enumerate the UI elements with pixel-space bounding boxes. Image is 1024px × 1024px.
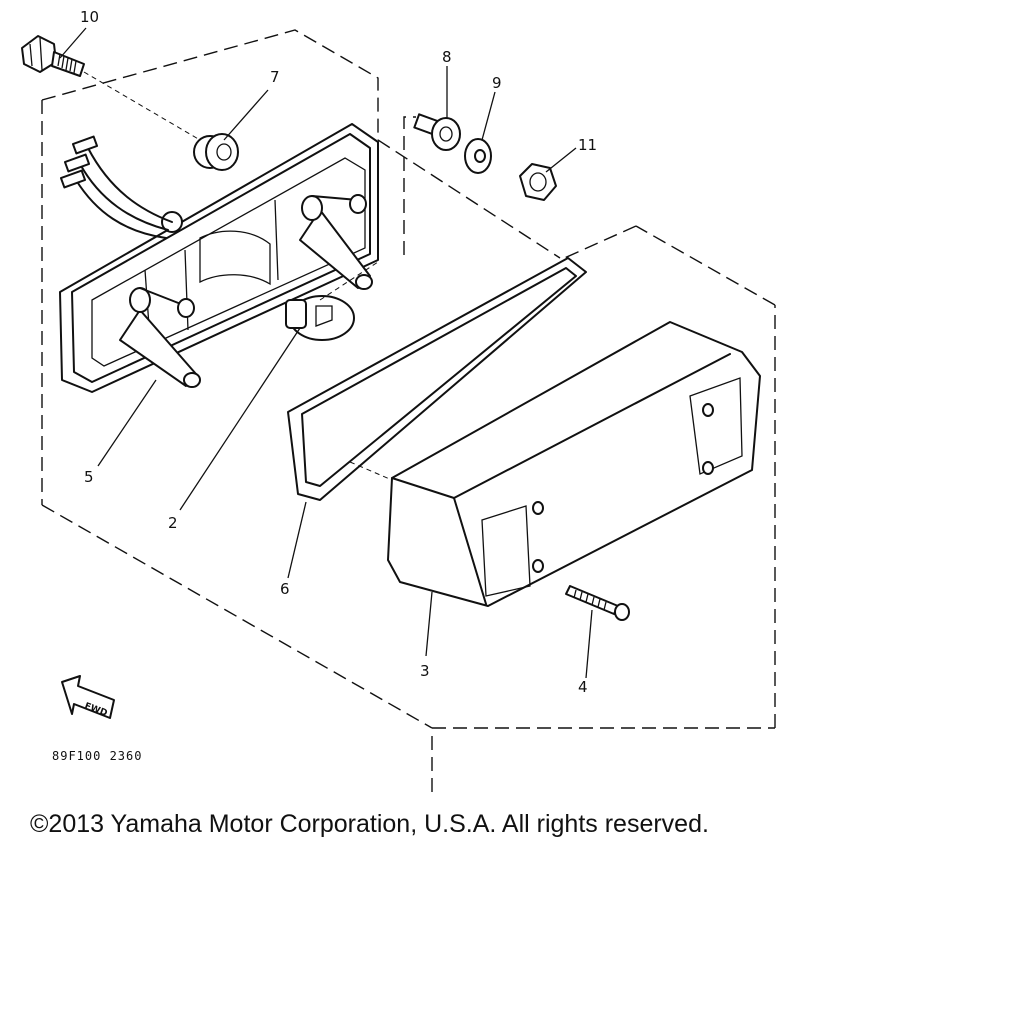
callout-8: 8 <box>442 48 452 66</box>
collar-8 <box>413 113 461 151</box>
lens-3 <box>349 321 761 607</box>
assembly-boundary-lines <box>41 29 776 792</box>
lens-screw-4 <box>565 585 630 621</box>
leader-lines <box>59 27 593 679</box>
callout-3: 3 <box>420 662 430 680</box>
washer-9 <box>464 138 492 174</box>
grommet-7 <box>193 133 239 171</box>
lamp-housing-5 <box>59 123 379 393</box>
callout-numbers: 10 7 8 9 11 5 2 6 3 4 <box>80 8 597 696</box>
copyright-notice: ©2013 Yamaha Motor Corporation, U.S.A. A… <box>30 810 709 838</box>
callout-10: 10 <box>80 8 99 26</box>
callout-4: 4 <box>578 678 588 696</box>
wiring-harness <box>59 135 173 239</box>
callout-11: 11 <box>578 136 597 154</box>
forward-direction-arrow: FWD <box>61 675 115 719</box>
drawing-reference-code: 89F100 2360 <box>52 749 142 763</box>
mounting-bolt-10 <box>21 35 201 141</box>
callout-5: 5 <box>84 468 94 486</box>
nut-11 <box>519 163 557 201</box>
callout-7: 7 <box>270 68 280 86</box>
bulb-2 <box>285 261 379 341</box>
callout-2: 2 <box>168 514 178 532</box>
callout-9: 9 <box>492 74 502 92</box>
tail-light-exploded-diagram: 10 7 8 9 11 5 2 6 3 4 FWD 89F100 2360 <box>21 8 776 792</box>
callout-6: 6 <box>280 580 290 598</box>
gasket-6 <box>287 257 587 501</box>
